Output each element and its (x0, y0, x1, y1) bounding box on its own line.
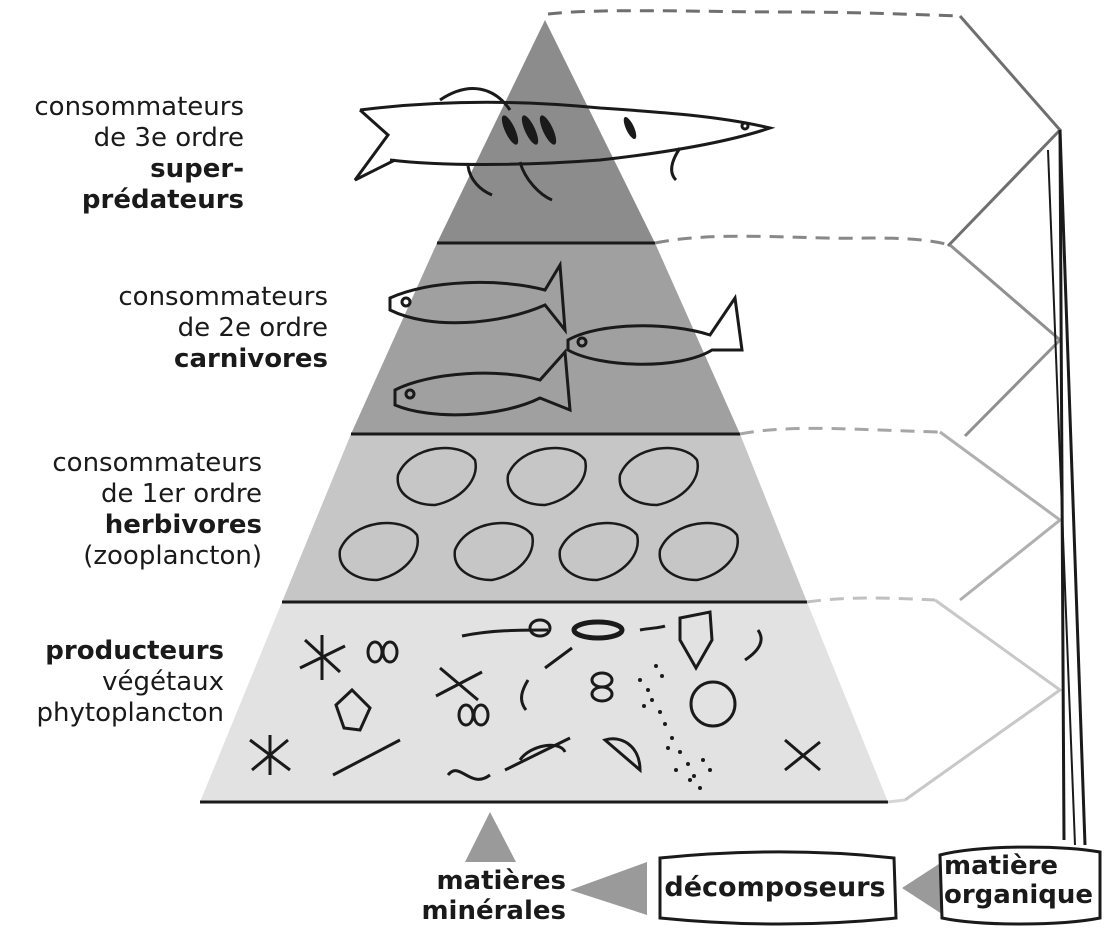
herb-line1: consommateurs (52, 448, 262, 478)
label-producteurs: producteurs végétaux phytoplancton (37, 636, 224, 729)
band-herbivores (282, 434, 807, 602)
organique-line1: matière (944, 851, 1059, 881)
carn-line1: consommateurs (118, 282, 328, 312)
collector-line-2 (1058, 129, 1087, 846)
band-divider-lines (200, 241, 888, 804)
band-producteurs (200, 602, 888, 802)
arrow-to-decomposeurs (902, 862, 942, 914)
herb-extra: (zooplancton) (83, 541, 262, 571)
carn-line2: de 2e ordre (177, 313, 328, 343)
super-name: super-prédateurs (81, 154, 244, 215)
label-decomposeurs: décomposeurs (664, 871, 886, 903)
collector-line-3 (1047, 149, 1076, 846)
super-line2: de 3e ordre (93, 123, 244, 153)
band-carnivores (351, 243, 740, 434)
flow-arrow-carn (949, 243, 1063, 438)
organique-line2: organique (944, 880, 1094, 910)
flow-dash-herb (739, 426, 941, 436)
flow-arrow-super (946, 15, 1063, 248)
prod-name: producteurs (45, 636, 224, 666)
flow-bottom-line (887, 798, 906, 804)
pike-fish-illustration (353, 87, 776, 202)
prod-line1: végétaux (102, 667, 224, 697)
label-matiere-organique: matière organique (944, 852, 1093, 910)
organique-box (938, 845, 1102, 926)
flow-dash-super (547, 9, 961, 18)
decomposeurs-box (658, 850, 898, 926)
herb-line2: de 1er ordre (100, 479, 262, 509)
label-super-predateurs: consommateurs de 3e ordre super-prédateu… (0, 92, 244, 216)
herbivore-zooplankton-illustrations (338, 446, 740, 582)
minerales-line1: matières (436, 866, 566, 896)
minerales-line2: minérales (421, 896, 566, 926)
flow-dash-prod (806, 596, 936, 604)
arrow-to-pyramid (465, 812, 516, 862)
arrow-to-minerales (570, 862, 647, 915)
carn-name: carnivores (174, 344, 328, 374)
prod-line2: phytoplancton (36, 698, 224, 728)
carnivore-fish-illustrations (388, 260, 744, 417)
label-herbivores: consommateurs de 1er ordre herbivores (z… (52, 448, 262, 572)
pike-stripes (501, 115, 637, 145)
flow-arrow-prod (904, 598, 1063, 802)
phytoplankton-dots (638, 664, 712, 790)
label-carnivores: consommateurs de 2e ordre carnivores (118, 282, 328, 375)
herb-name: herbivores (104, 510, 262, 540)
phytoplankton-illustrations (249, 610, 821, 781)
flow-dash-carn (654, 234, 951, 247)
super-line1: consommateurs (34, 92, 244, 122)
flow-arrow-herb (939, 430, 1063, 602)
label-matieres-minerales: matières minérales (406, 866, 566, 926)
